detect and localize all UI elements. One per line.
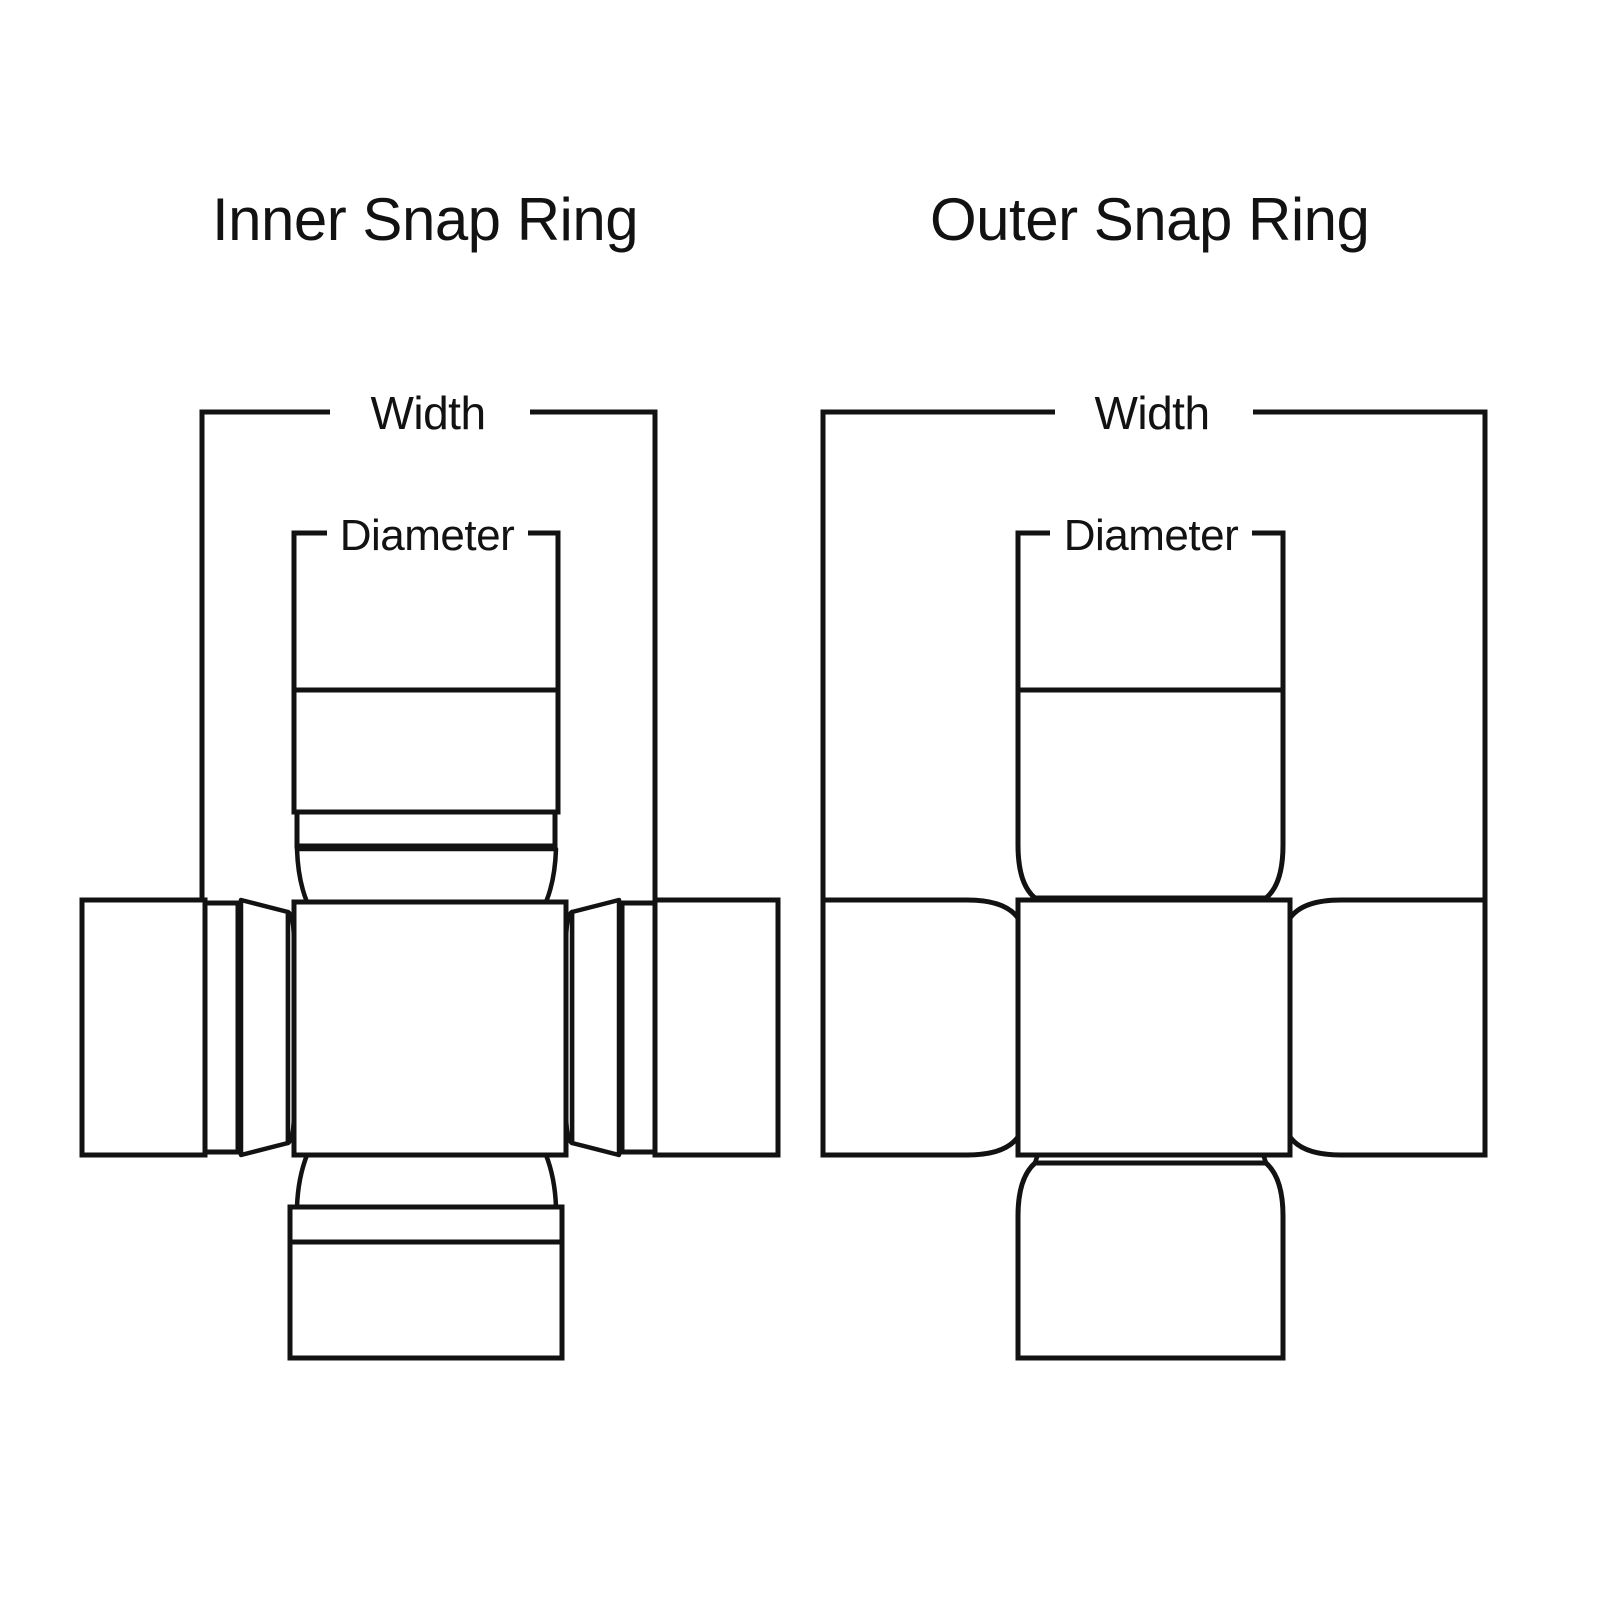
dimension-width-label-outer: Width (1094, 387, 1209, 439)
dimension-width-inner: Width (199, 387, 658, 900)
bearing-cap-left-outer (820, 897, 1035, 1158)
bearing-cap-top-outer (1015, 687, 1286, 916)
dimension-diameter-outer: Diameter (1015, 511, 1286, 690)
bearing-cap-top-inner (291, 687, 561, 905)
panel-title-inner-snap-ring: Inner Snap Ring (212, 186, 639, 253)
figure-outer-snap-ring: Width Diameter (820, 387, 1488, 1361)
dimension-diameter-label-outer: Diameter (1064, 511, 1239, 560)
bearing-cap-right-outer (1273, 897, 1488, 1158)
dimension-diameter-label-inner: Diameter (340, 511, 515, 560)
panel-title-outer-snap-ring: Outer Snap Ring (930, 186, 1370, 253)
bearing-cap-right-inner (563, 897, 781, 1158)
dimension-width-outer: Width (820, 387, 1488, 900)
figure-inner-snap-ring: Width Diameter (79, 387, 781, 1361)
dimension-diameter-inner: Diameter (291, 511, 561, 690)
cross-body-inner (291, 899, 569, 1158)
bearing-cap-left-inner (79, 897, 297, 1158)
bearing-cap-bottom-inner (287, 1152, 565, 1361)
cross-body-outer (1015, 897, 1293, 1158)
bearing-cap-bottom-outer (1015, 1145, 1286, 1361)
dimension-width-label-inner: Width (370, 387, 485, 439)
